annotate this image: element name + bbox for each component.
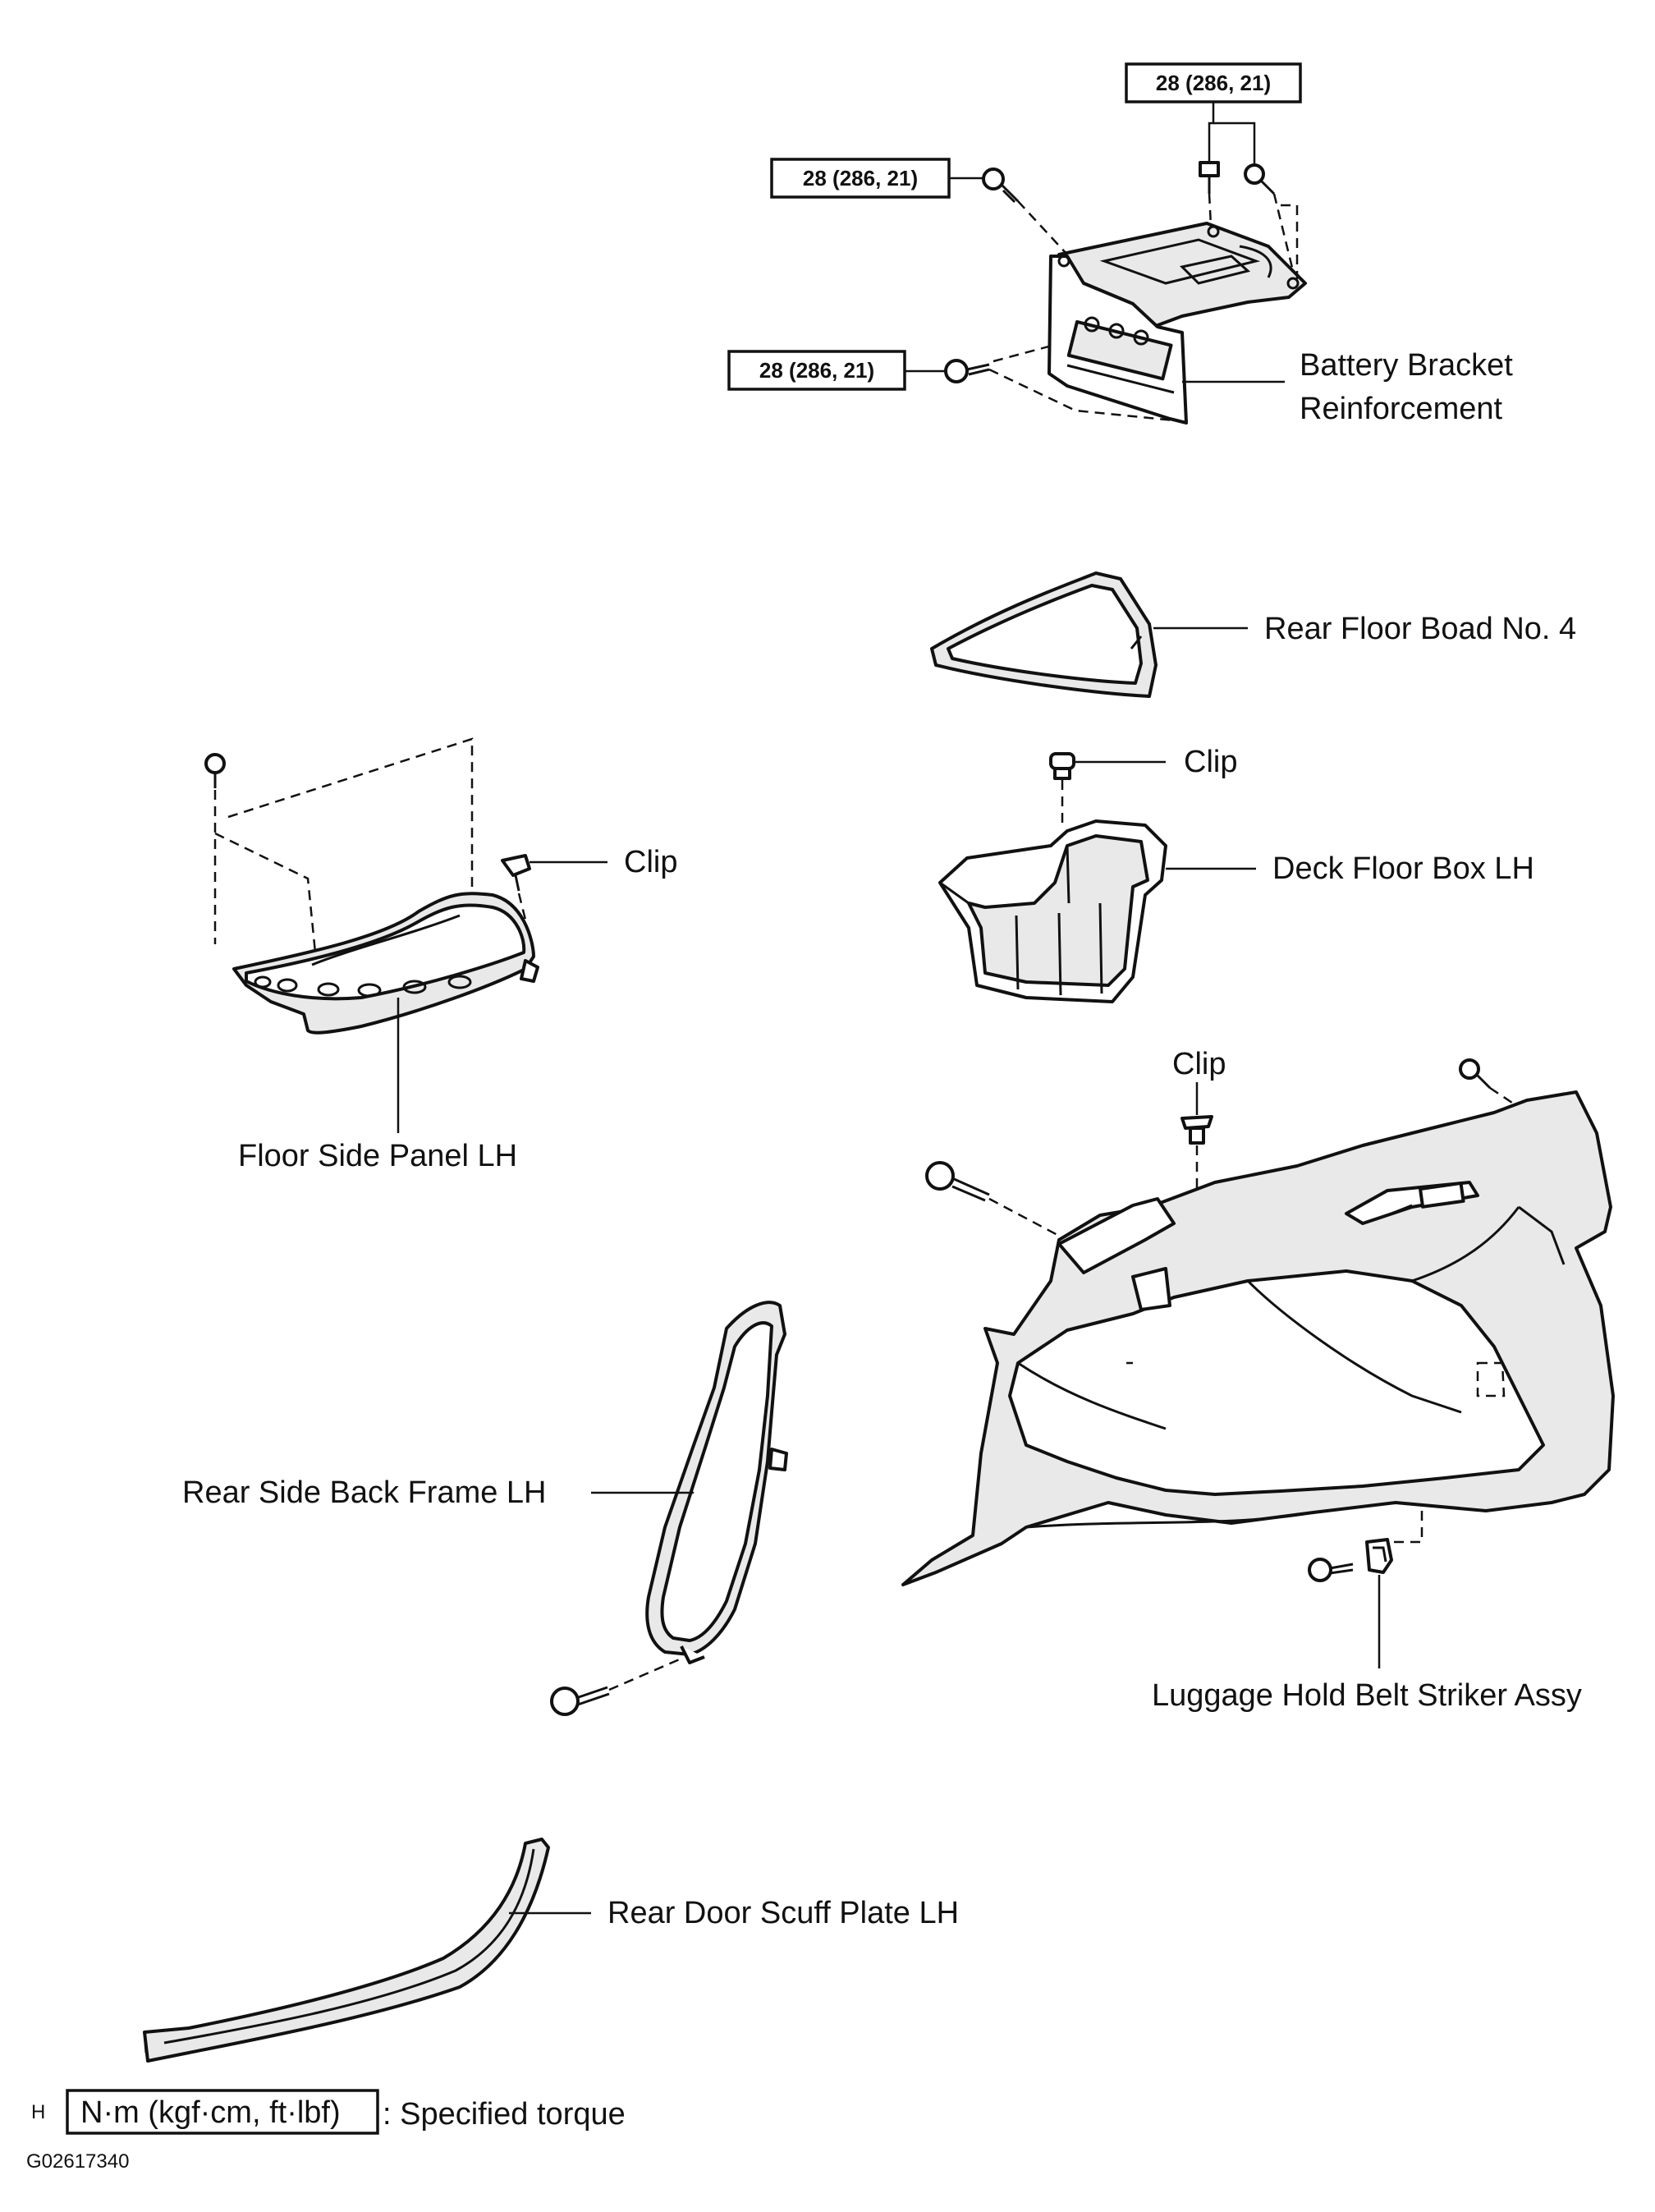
rear-door-scuff-plate [143, 1838, 550, 2063]
deck-floor-box-label: Deck Floor Box LH [1272, 851, 1534, 886]
clip-label: Clip [1184, 745, 1237, 779]
torque-label: 28 (286, 21) [803, 166, 918, 190]
bolt-icon [925, 1161, 990, 1202]
torque-spec-lower-left: 28 (286, 21) [727, 350, 946, 391]
battery-bracket-label: Battery Bracket [1300, 348, 1513, 383]
torque-legend: H N·m (kgf·cm, ft·lbf) : Specified torqu… [31, 2089, 626, 2135]
bolt-icon [1308, 1558, 1354, 1582]
torque-label: 28 (286, 21) [759, 358, 874, 383]
rear-door-scuff-label: Rear Door Scuff Plate LH [607, 1896, 959, 1930]
torque-label: 28 (286, 21) [1156, 71, 1271, 95]
battery-bracket-label-line2: Reinforcement [1300, 392, 1503, 426]
rear-side-back-frame-label: Rear Side Back Frame LH [182, 1475, 547, 1510]
clip-icon [1181, 1115, 1213, 1145]
bolt-icon [1459, 1058, 1492, 1090]
bolt-icon [1244, 163, 1276, 195]
rear-side-back-frame [645, 1301, 788, 1664]
torque-spec-top-right: 28 (286, 21) [1125, 62, 1302, 164]
luggage-hold-belt-striker [1308, 1511, 1423, 1668]
torque-spec-top-left: 28 (286, 21) [770, 158, 983, 199]
legend-description: : Specified torque [383, 2097, 626, 2132]
battery-bracket-reinforcement [1048, 222, 1307, 425]
rear-floor-board [930, 571, 1158, 698]
bolt-icon [1199, 161, 1220, 194]
floor-side-panel: Clip [204, 737, 677, 1035]
bracket-bolts [944, 161, 1299, 422]
deck-floor-box: Clip [938, 745, 1237, 1003]
bolt-icon [982, 168, 1020, 204]
bolt-icon [550, 1686, 610, 1716]
legend-unit: N·m (kgf·cm, ft·lbf) [80, 2095, 341, 2130]
quarter-trim-panel: Clip [901, 1047, 1615, 1586]
clip-label: Clip [1172, 1047, 1226, 1081]
luggage-hold-belt-label: Luggage Hold Belt Striker Assy [1152, 1678, 1582, 1713]
legend-marker: H [31, 2101, 45, 2123]
bolt-icon [204, 753, 226, 788]
floor-side-panel-label: Floor Side Panel LH [238, 1139, 517, 1173]
figure-id: G02617340 [26, 2150, 129, 2173]
bolt-icon [944, 359, 990, 383]
clip-icon [1049, 752, 1075, 780]
clip-icon [501, 854, 531, 892]
striker-icon [1365, 1538, 1393, 1574]
clip-label: Clip [624, 845, 677, 879]
rear-floor-board-label: Rear Floor Boad No. 4 [1264, 612, 1576, 646]
